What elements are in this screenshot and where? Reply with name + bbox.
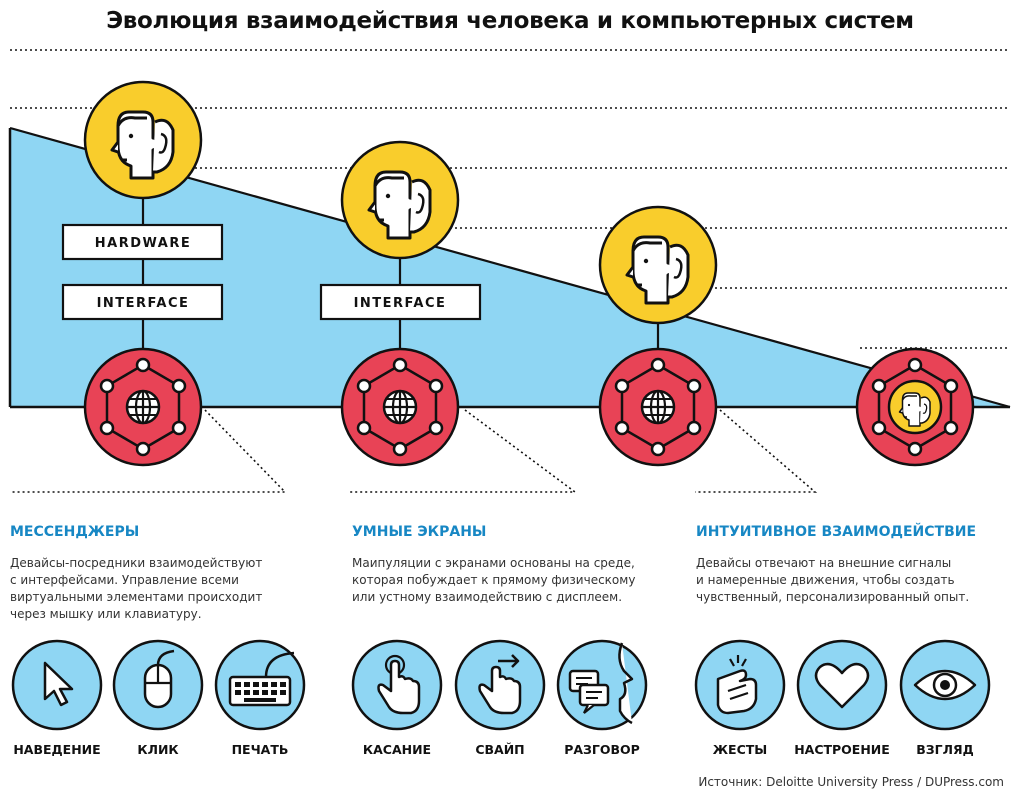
section-title-intuitive: ИНТУИТИВНОЕ ВЗАИМОДЕЙСТВИЕ bbox=[696, 524, 977, 540]
hardware-label: HARDWARE bbox=[95, 236, 191, 251]
globe-icon bbox=[125, 389, 161, 425]
system-circle-3 bbox=[598, 347, 718, 467]
globe-icon bbox=[382, 389, 418, 425]
icon-label-hover: НАВЕДЕНИЕ bbox=[13, 742, 101, 757]
icon-label-mood: НАСТРОЕНИЕ bbox=[794, 742, 890, 757]
page-title: Эволюция взаимодействия человека и компь… bbox=[106, 8, 914, 34]
section-title-messengers: МЕССЕНДЖЕРЫ bbox=[10, 524, 140, 540]
section-desc-smart-screens: Маипуляции с экранами основаны на среде,… bbox=[352, 556, 636, 604]
section-desc-messengers: Девайсы-посредники взаимодействуют с инт… bbox=[10, 556, 263, 621]
eye-icon bbox=[899, 639, 991, 731]
human-circle-1 bbox=[83, 80, 203, 200]
interface-label-1: INTERFACE bbox=[97, 296, 190, 311]
icon-label-click: КЛИК bbox=[137, 742, 179, 757]
mouse-icon bbox=[112, 639, 204, 731]
section-title-smart-screens: УМНЫЕ ЭКРАНЫ bbox=[352, 524, 487, 540]
icon-label-gestures: ЖЕСТЫ bbox=[712, 742, 768, 757]
interface-label-2: INTERFACE bbox=[354, 296, 447, 311]
hardware-box: HARDWARE bbox=[61, 223, 224, 261]
system-circle-4 bbox=[855, 347, 975, 467]
keyboard-icon bbox=[214, 639, 306, 731]
heart-icon bbox=[796, 639, 888, 731]
human-circle-2 bbox=[340, 140, 460, 260]
icon-label-swipe: СВАЙП bbox=[475, 742, 525, 757]
swipe-icon bbox=[454, 639, 546, 731]
source-credit: Источник: Deloitte University Press / DU… bbox=[698, 775, 1004, 789]
gesture-icon bbox=[694, 639, 786, 731]
globe-icon bbox=[640, 389, 676, 425]
interface-box-1: INTERFACE bbox=[61, 283, 224, 321]
interface-box-2: INTERFACE bbox=[319, 283, 482, 321]
speech-icon bbox=[556, 639, 648, 731]
cursor-icon bbox=[11, 639, 103, 731]
section-connectors bbox=[10, 409, 818, 493]
system-circle-2 bbox=[340, 347, 460, 467]
icon-label-tap: КАСАНИЕ bbox=[362, 742, 432, 757]
human-circle-3 bbox=[598, 205, 718, 325]
system-circle-1 bbox=[83, 347, 203, 467]
icon-label-gaze: ВЗГЛЯД bbox=[916, 742, 974, 757]
tap-icon bbox=[351, 639, 443, 731]
icon-label-talk: РАЗГОВОР bbox=[564, 742, 640, 757]
icon-label-type: ПЕЧАТЬ bbox=[231, 742, 289, 757]
section-desc-intuitive: Девайсы отвечают на внешние сигналы и на… bbox=[696, 556, 970, 604]
